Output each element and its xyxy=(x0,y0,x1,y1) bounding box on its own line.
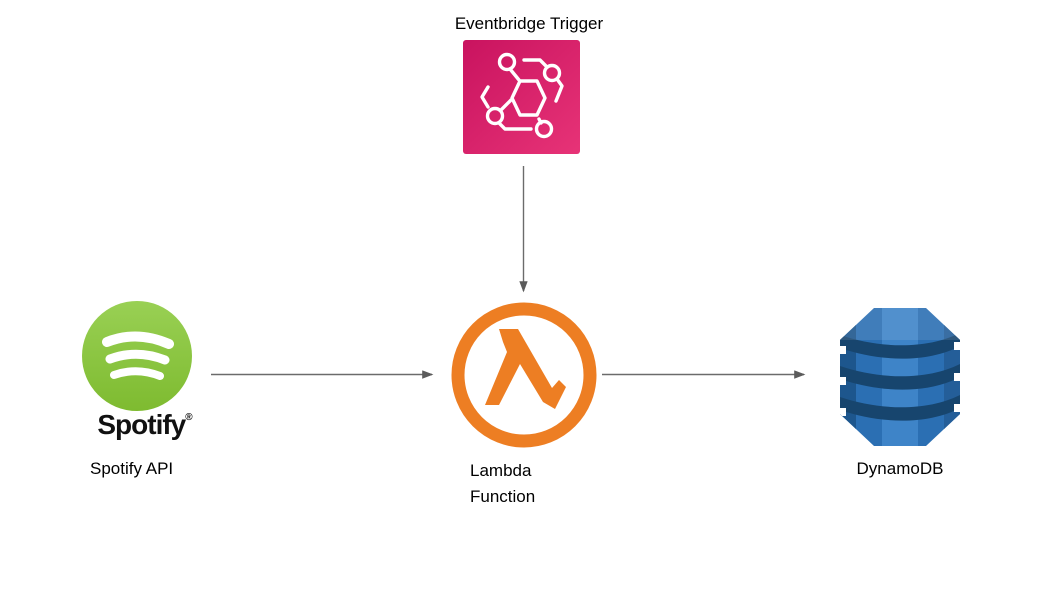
spotify-api-label: Spotify API xyxy=(90,459,174,478)
dynamodb-icon xyxy=(840,308,960,446)
lambda-icon xyxy=(451,302,597,448)
node-dynamodb[interactable] xyxy=(838,306,962,448)
lambda-label-line1: Lambda xyxy=(470,461,532,480)
node-lambda[interactable] xyxy=(451,302,597,448)
lambda-label-line2: Function xyxy=(470,487,536,506)
eventbridge-icon xyxy=(463,40,580,154)
node-spotify[interactable] xyxy=(82,301,192,411)
spotify-icon xyxy=(82,301,192,411)
eventbridge-label: Eventbridge Trigger xyxy=(454,14,604,33)
node-eventbridge[interactable] xyxy=(463,40,580,154)
registered-trademark-symbol: ® xyxy=(185,412,193,423)
dynamodb-label: DynamoDB xyxy=(856,459,944,478)
spotify-wordmark: Spotify® xyxy=(97,409,193,440)
